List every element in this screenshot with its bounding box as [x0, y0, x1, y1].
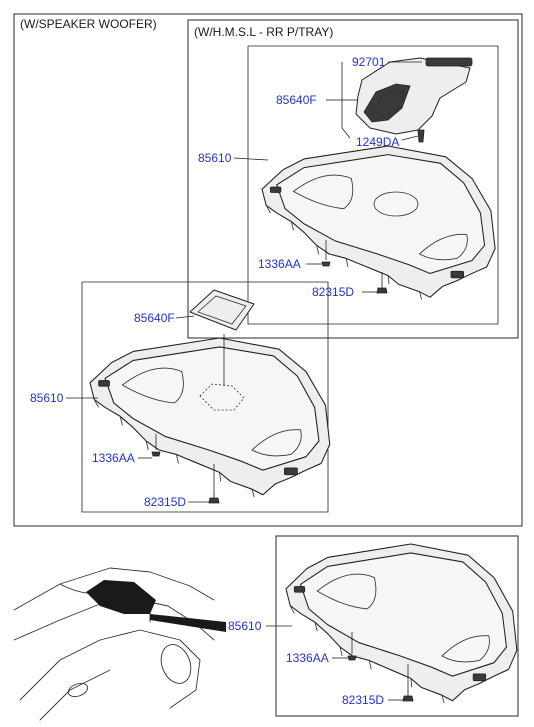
label-92701: 92701	[352, 55, 386, 69]
label-82315D-inner: 82315D	[312, 285, 354, 299]
location-arrow	[150, 614, 226, 632]
label-82315D-woofer: 82315D	[144, 495, 186, 509]
inner-frame	[187, 19, 519, 339]
speaker-cover-dark	[363, 83, 411, 123]
label-1249DA: 1249DA	[356, 135, 399, 149]
standard-tray-assembly: 85610 1336AA 82315D	[228, 535, 519, 717]
vehicle-location-sketch	[13, 567, 226, 721]
screw-1249DA	[417, 129, 425, 143]
sub-frame	[247, 45, 499, 325]
woofer-sub-frame	[81, 281, 329, 513]
outer-frame	[13, 13, 523, 527]
label-85640F-woofer: 85640F	[134, 311, 175, 325]
label-85610-standard: 85610	[228, 619, 262, 633]
label-82315D-standard: 82315D	[342, 693, 384, 707]
label-85610-woofer: 85610	[30, 391, 64, 405]
label-85640F-inner: 85640F	[276, 93, 317, 107]
woofer-tray-assembly: 85640F 85610 1336AA 82315D	[30, 281, 331, 513]
label-85610-inner: 85610	[198, 151, 232, 165]
hmsl-tray-assembly: 92701 85640F 1249DA 85610 1336AA 82315D	[198, 45, 499, 325]
outer-caption: (W/SPEAKER WOOFER)	[20, 17, 157, 31]
label-1336AA-standard: 1336AA	[286, 651, 329, 665]
label-1336AA-inner: 1336AA	[258, 257, 301, 271]
package-tray-highlight	[86, 580, 156, 614]
hmsl-lamp	[425, 57, 473, 67]
inner-caption: (W/H.M.S.L - RR P/TRAY)	[194, 25, 333, 39]
label-1336AA-woofer: 1336AA	[92, 451, 135, 465]
